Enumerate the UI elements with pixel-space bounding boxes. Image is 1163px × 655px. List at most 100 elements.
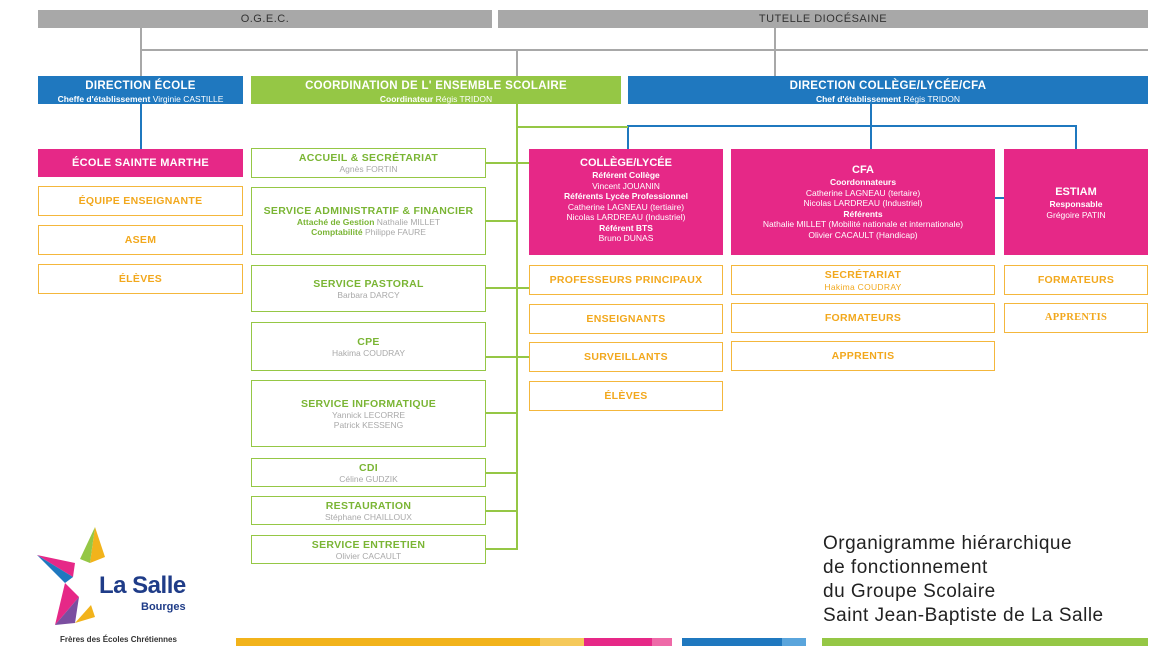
bottom-strip xyxy=(540,638,584,646)
title-line: Saint Jean-Baptiste de La Salle xyxy=(823,605,1104,626)
bottom-strip xyxy=(236,638,540,646)
cfa-item: APPRENTIS xyxy=(731,341,995,371)
page-title: Organigramme hiérarchique de fonctionnem… xyxy=(823,532,1158,632)
coordination-person: Coordinateur Régis TRIDON xyxy=(379,94,493,104)
tutelle-bar: TUTELLE DIOCÉSAINE xyxy=(498,10,1148,28)
college-person: Catherine LAGNEAU (tertiaire) xyxy=(567,201,685,212)
connector xyxy=(774,28,776,76)
college-person: Nicolas LARDREAU (Industriel) xyxy=(566,212,686,222)
connector xyxy=(140,49,142,76)
cfa-secretariat: SECRÉTARIAT Hakima COUDRAY xyxy=(731,265,995,295)
estiam-item: FORMATEURS xyxy=(1004,265,1148,295)
college-person: Vincent JOUANIN xyxy=(592,180,660,191)
bottom-strip xyxy=(822,638,1148,646)
ecole-item: ÉQUIPE ENSEIGNANTE xyxy=(38,186,243,216)
service-person: Barbara DARCY xyxy=(337,290,400,300)
service-person: Céline GUDZIK xyxy=(339,474,398,484)
college-item: ENSEIGNANTS xyxy=(529,304,723,334)
ecole-item: ASEM xyxy=(38,225,243,255)
connector xyxy=(486,510,518,512)
service-box: SERVICE ENTRETIEN Olivier CACAULT xyxy=(251,535,486,564)
coordination: COORDINATION DE L' ENSEMBLE SCOLAIRE Coo… xyxy=(251,76,621,104)
star-icon xyxy=(37,527,105,625)
connector xyxy=(994,197,1006,199)
cfa-label: Coordonnateurs xyxy=(829,177,897,187)
connector xyxy=(486,356,530,358)
connector xyxy=(627,125,1077,127)
ecole-sainte-marthe: ÉCOLE SAINTE MARTHE xyxy=(38,149,243,177)
cfa-label: Référents xyxy=(843,208,883,219)
connector xyxy=(140,49,1148,51)
college-label: Référent Collège xyxy=(592,170,660,180)
connector xyxy=(870,125,872,149)
connector xyxy=(627,125,629,149)
estiam: ESTIAM Responsable Grégoire PATIN xyxy=(1004,149,1148,255)
service-person: Stéphane CHAILLOUX xyxy=(325,512,412,522)
connector xyxy=(870,104,872,126)
ogec-bar: O.G.E.C. xyxy=(38,10,492,28)
connector xyxy=(140,28,142,50)
cfa-title: CFA xyxy=(852,164,874,176)
cfa-secretariat-title: SECRÉTARIAT xyxy=(824,269,902,281)
cfa-secretariat-person: Hakima COUDRAY xyxy=(824,282,902,292)
connector xyxy=(486,472,518,474)
college-label: Référent BTS xyxy=(599,222,653,233)
service-title: SERVICE INFORMATIQUE xyxy=(300,398,437,410)
connector xyxy=(516,126,628,128)
service-box: RESTAURATION Stéphane CHAILLOUX xyxy=(251,496,486,525)
coordination-title: COORDINATION DE L' ENSEMBLE SCOLAIRE xyxy=(305,80,567,92)
service-person: Attaché de Gestion Nathalie MILLET xyxy=(296,217,441,227)
la-salle-logo: La Salle Bourges Frères des Écoles Chrét… xyxy=(35,525,210,650)
connector xyxy=(516,104,518,549)
service-box: SERVICE INFORMATIQUE Yannick LECORRE Pat… xyxy=(251,380,486,447)
connector xyxy=(516,49,518,76)
service-title: SERVICE ENTRETIEN xyxy=(311,539,426,551)
cfa-person: Nathalie MILLET (Mobilité nationale et i… xyxy=(762,219,964,229)
cfa-person: Catherine LAGNEAU (tertaire) xyxy=(805,187,921,198)
logo-tagline: Frères des Écoles Chrétiennes xyxy=(60,635,177,644)
service-title: ACCUEIL & SECRÉTARIAT xyxy=(298,152,439,164)
estiam-title: ESTIAM xyxy=(1055,186,1097,198)
bottom-strip xyxy=(652,638,672,646)
connector xyxy=(486,287,530,289)
ecole-item: ÉLÈVES xyxy=(38,264,243,294)
service-person: Yannick LECORRE xyxy=(331,410,406,420)
college-lycee: COLLÈGE/LYCÉE Référent Collège Vincent J… xyxy=(529,149,723,255)
service-title: CDI xyxy=(359,462,378,474)
service-person: Comptabilité Philippe FAURE xyxy=(311,227,426,237)
logo-city: Bourges xyxy=(141,601,186,613)
service-box: CPE Hakima COUDRAY xyxy=(251,322,486,371)
service-box: CDI Céline GUDZIK xyxy=(251,458,486,487)
logo-name: La Salle xyxy=(99,572,186,599)
connector xyxy=(1075,125,1077,149)
bottom-strip xyxy=(782,638,806,646)
service-box: SERVICE ADMINISTRATIF & FINANCIER Attach… xyxy=(251,187,486,255)
college-person: Bruno DUNAS xyxy=(598,233,654,243)
service-person: Patrick KESSENG xyxy=(333,420,404,430)
title-line: du Groupe Scolaire xyxy=(823,581,996,602)
direction-college-person: Chef d'établissement Régis TRIDON xyxy=(815,94,961,104)
service-person: Olivier CACAULT xyxy=(335,551,402,561)
college-label: Référents Lycée Professionnel xyxy=(564,191,688,201)
cfa-person: Olivier CACAULT (Handicap) xyxy=(808,229,918,240)
connector xyxy=(486,162,530,164)
service-title: RESTAURATION xyxy=(325,500,412,512)
connector xyxy=(486,412,518,414)
service-box: ACCUEIL & SECRÉTARIAT Agnès FORTIN xyxy=(251,148,486,178)
estiam-label: Responsable xyxy=(1049,199,1103,209)
cfa: CFA Coordonnateurs Catherine LAGNEAU (te… xyxy=(731,149,995,255)
college-item: ÉLÈVES xyxy=(529,381,723,411)
connector xyxy=(140,104,142,150)
bottom-strip xyxy=(584,638,652,646)
cfa-person: Nicolas LARDREAU (Industriel) xyxy=(803,198,923,208)
direction-college: DIRECTION COLLÈGE/LYCÉE/CFA Chef d'établ… xyxy=(628,76,1148,104)
title-line: Organigramme hiérarchique xyxy=(823,533,1073,554)
service-person: Agnès FORTIN xyxy=(339,164,398,174)
connector xyxy=(486,548,518,550)
direction-ecole-title: DIRECTION ÉCOLE xyxy=(85,80,196,92)
service-title: SERVICE PASTORAL xyxy=(313,278,424,290)
service-title: SERVICE ADMINISTRATIF & FINANCIER xyxy=(263,205,474,217)
estiam-item: APPRENTIS xyxy=(1004,303,1148,333)
direction-ecole: DIRECTION ÉCOLE Cheffe d'établissement V… xyxy=(38,76,243,104)
cfa-item: FORMATEURS xyxy=(731,303,995,333)
